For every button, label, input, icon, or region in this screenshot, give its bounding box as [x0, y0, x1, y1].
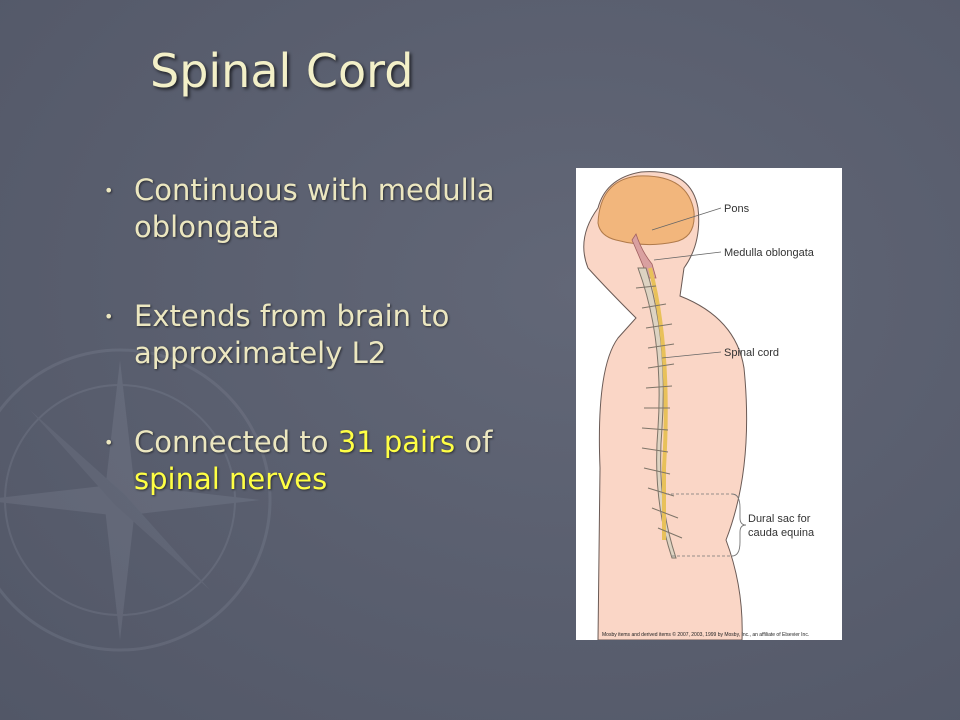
- spine-anatomy-figure: Pons Medulla oblongata Spinal cord Dural…: [576, 168, 842, 640]
- bullet-text: Connected to: [134, 425, 338, 459]
- label-spinal-cord: Spinal cord: [724, 347, 779, 359]
- highlight-text: 31 pairs: [337, 425, 456, 459]
- medulla-leader: [653, 251, 722, 261]
- label-medulla-oblongata: Medulla oblongata: [724, 247, 815, 259]
- bullet-item: • Extends from brain to approximately L2: [98, 298, 518, 372]
- label-pons: Pons: [724, 203, 750, 215]
- figure-credit: Mosby items and derived items © 2007, 20…: [602, 631, 809, 638]
- dural-sac-bracket: [666, 493, 732, 557]
- bullet-item: • Connected to 31 pairs of spinal nerves: [98, 424, 518, 498]
- bullet-item: • Continuous with medulla oblongata: [98, 172, 518, 246]
- pons-leader: [651, 207, 722, 231]
- highlight-text: spinal nerves: [134, 462, 328, 496]
- spinal-cord-leader: [661, 351, 722, 359]
- brain-shape: [597, 175, 695, 246]
- bullet-text: approximately L2: [134, 336, 387, 370]
- bullet-text: Extends from brain to: [134, 299, 450, 333]
- bullet-text: Continuous with: [134, 173, 369, 207]
- spinal-cord-line: [648, 267, 668, 540]
- bullet-text: of: [455, 425, 493, 459]
- label-dural-sac-line1: Dural sac for: [748, 513, 811, 525]
- bullet-icon: •: [104, 307, 114, 326]
- spine-illustration: Pons Medulla oblongata Spinal cord Dural…: [583, 171, 815, 640]
- compass-watermark-icon: [0, 348, 272, 652]
- bullet-list: • Continuous with medulla oblongata • Exte…: [98, 172, 518, 550]
- slide-title: Spinal Cord: [150, 44, 414, 98]
- bullet-icon: •: [104, 181, 114, 200]
- label-dural-sac-line2: cauda equina: [748, 527, 815, 539]
- bullet-icon: •: [104, 433, 114, 452]
- bullet-text: medulla oblongata: [134, 173, 495, 244]
- vertebrae-marks: [635, 285, 683, 539]
- dural-sac-brace: [731, 493, 747, 557]
